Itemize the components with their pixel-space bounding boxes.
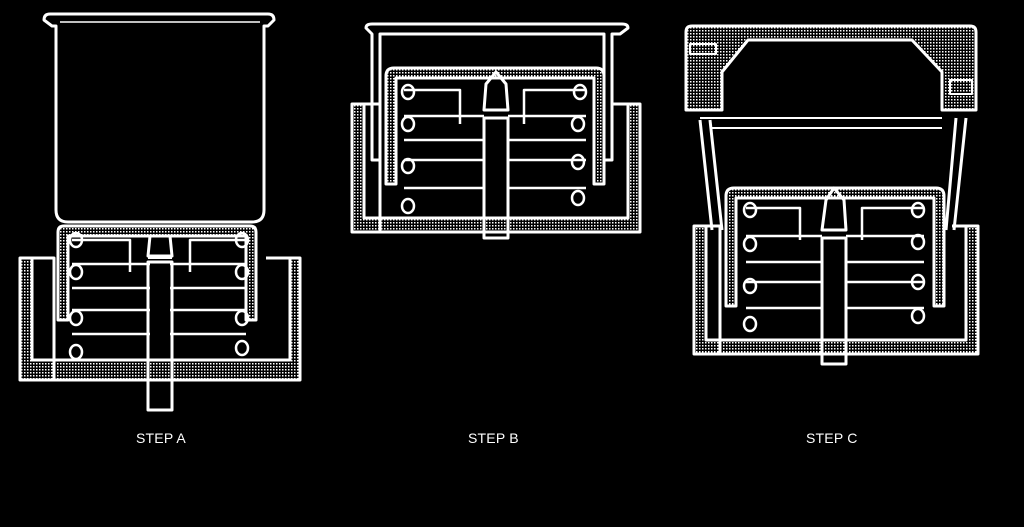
step-a-coil bbox=[68, 231, 250, 361]
step-c-label: STEP C bbox=[806, 430, 858, 446]
step-c-shaft bbox=[820, 186, 848, 366]
step-c-top-clamp bbox=[684, 24, 978, 129]
step-a-figure bbox=[18, 12, 302, 412]
step-c-housing bbox=[692, 224, 980, 356]
step-c-coil bbox=[742, 201, 926, 333]
step-b-figure bbox=[350, 22, 642, 240]
step-b-cup bbox=[364, 22, 630, 162]
step-b-coil bbox=[400, 83, 588, 215]
step-c-figure bbox=[684, 24, 980, 366]
step-b-housing bbox=[350, 102, 642, 234]
step-a-housing bbox=[18, 256, 302, 382]
step-b-label: STEP B bbox=[468, 430, 519, 446]
step-b-shield bbox=[384, 66, 606, 186]
step-a-shaft bbox=[146, 234, 174, 412]
step-a-cup bbox=[42, 12, 276, 224]
step-c-posts bbox=[698, 117, 968, 231]
step-c-shield bbox=[724, 186, 946, 308]
step-b-shaft bbox=[482, 70, 510, 240]
step-a-label: STEP A bbox=[136, 430, 186, 446]
